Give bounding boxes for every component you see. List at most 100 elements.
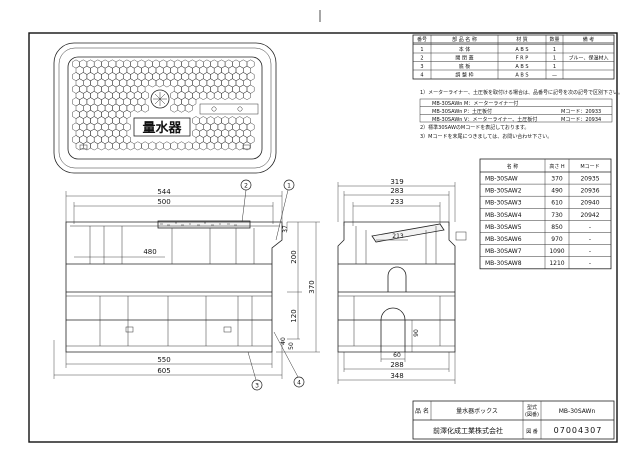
size-name-cell: MB-30SAW3 xyxy=(485,200,522,207)
hex-cell xyxy=(163,78,171,88)
dim-605-label: 605 xyxy=(157,367,170,375)
dim-60-label: 60 xyxy=(393,352,401,359)
side-body-outline xyxy=(337,221,456,353)
hex-cell xyxy=(170,141,179,151)
callout-4 xyxy=(293,376,305,388)
notes-block: 1）メーターライナー、土圧板を取付ける場合は、品番号に記号を次の記号で区別下さい… xyxy=(419,89,623,140)
lid-keyhole-icon xyxy=(237,106,243,112)
parts-cell: 1 xyxy=(553,47,556,53)
dim-90-label: 90 xyxy=(413,329,420,337)
parts-cell: 1 xyxy=(553,56,556,62)
hex-cell xyxy=(177,141,186,151)
callout-4-label: 4 xyxy=(297,380,301,387)
size-code-cell: - xyxy=(589,236,591,243)
dim-50-label: 50 xyxy=(288,342,295,350)
size-height-cell: 1210 xyxy=(549,260,564,267)
parts-cell: A B S xyxy=(515,47,528,53)
parts-cell: 3 xyxy=(420,64,423,70)
size-height-cell: 970 xyxy=(551,236,563,243)
lid-hex-pattern xyxy=(72,59,255,151)
hex-cell xyxy=(133,141,142,151)
size-height-cell: 490 xyxy=(551,188,563,195)
title-model-sublabel: (図番) xyxy=(525,411,539,418)
hex-cell xyxy=(199,91,208,100)
lid-latch xyxy=(79,144,88,150)
hex-cell xyxy=(184,141,193,151)
hex-cell xyxy=(235,141,244,151)
lid-outline xyxy=(67,56,263,160)
callout-2-label: 2 xyxy=(244,183,248,190)
parts-header-cell: 備 考 xyxy=(583,36,595,43)
size-height-cell: 1090 xyxy=(549,248,564,255)
parts-cell: 調 整 枠 xyxy=(455,72,473,79)
hex-cell xyxy=(228,91,237,100)
lid-logo-text: 量水器 xyxy=(142,120,182,136)
parts-cell: 本 体 xyxy=(459,46,471,53)
size-name-cell: MB-30SAW2 xyxy=(485,188,522,195)
size-code-cell: - xyxy=(589,224,591,231)
hex-cell xyxy=(221,91,230,100)
lid-keyhole-icon xyxy=(211,106,217,112)
title-model-value: MB-30SAWn xyxy=(559,408,596,415)
dim-213-label: 213 xyxy=(392,233,404,240)
hex-cell xyxy=(133,103,142,113)
dim-40-label: 40 xyxy=(280,337,287,345)
parts-cell: 底 板 xyxy=(459,63,471,70)
side-hinge xyxy=(455,231,467,241)
hex-cell xyxy=(243,91,251,100)
variant-box xyxy=(419,98,613,123)
size-code-cell: - xyxy=(589,248,591,255)
hex-cell xyxy=(148,141,157,151)
lid-slot-strip xyxy=(199,103,259,115)
parts-cell: F R P xyxy=(516,56,529,62)
title-model-label: 型式 xyxy=(527,404,537,411)
dim-348-label: 348 xyxy=(390,372,403,380)
parts-header-cell: 部 品 名 称 xyxy=(452,36,477,43)
side-lid xyxy=(371,223,445,243)
dim-288-label: 288 xyxy=(390,361,403,369)
plan-outer-outline-inner xyxy=(58,47,272,169)
hex-cell xyxy=(97,141,106,151)
dim-283-label: 283 xyxy=(390,187,403,195)
hex-cell xyxy=(141,103,149,113)
size-name-cell: MB-30SAW4 xyxy=(485,212,522,219)
size-code-cell: 20942 xyxy=(580,212,599,219)
hex-cell xyxy=(177,103,186,113)
hex-cell xyxy=(206,91,215,100)
lid-meter-emblem-icon xyxy=(150,89,170,109)
parts-cell: 2 xyxy=(420,56,423,62)
parts-cell: 1 xyxy=(553,64,556,70)
size-height-cell: 850 xyxy=(551,224,563,231)
size-header-cell: Mコード xyxy=(580,164,599,170)
front-lid xyxy=(157,220,251,229)
parts-cell: 4 xyxy=(420,73,423,79)
size-header-cell: 名 称 xyxy=(507,163,519,170)
title-name-label: 品 名 xyxy=(415,407,429,415)
title-name-value: 量水器ボックス xyxy=(456,407,498,415)
dim-550-label: 550 xyxy=(157,356,170,364)
hex-cell xyxy=(235,91,244,100)
dim-500-label: 500 xyxy=(157,198,170,206)
size-code-cell: - xyxy=(589,260,591,267)
lid-latch xyxy=(242,144,251,150)
note-1: 1）メーターライナー、土圧板を取付ける場合は、品番号に記号を次の記号で区別下さい… xyxy=(420,89,623,96)
size-name-cell: MB-30SAW7 xyxy=(485,248,522,255)
hex-cell xyxy=(170,103,179,113)
parts-cell: 開 閉 蓋 xyxy=(455,55,473,62)
title-no-label: 図 番 xyxy=(526,428,538,435)
callout-3-label: 3 xyxy=(255,383,259,390)
side-pipe-opening-lower xyxy=(380,307,406,352)
drawing-frame xyxy=(28,32,618,443)
hex-cell xyxy=(112,141,120,151)
hex-cell xyxy=(184,103,193,113)
dim-200-label: 200 xyxy=(290,250,298,263)
size-name-cell: MB-30SAW6 xyxy=(485,236,522,243)
hex-cell xyxy=(155,78,164,88)
front-body-outline xyxy=(65,221,283,353)
dim-120-label: 120 xyxy=(290,309,298,322)
hex-cell xyxy=(104,141,113,151)
variant-p: MB-30SAWn P：土圧板付 xyxy=(432,108,492,115)
hex-cell xyxy=(155,141,164,151)
parts-cell: — xyxy=(552,73,557,79)
